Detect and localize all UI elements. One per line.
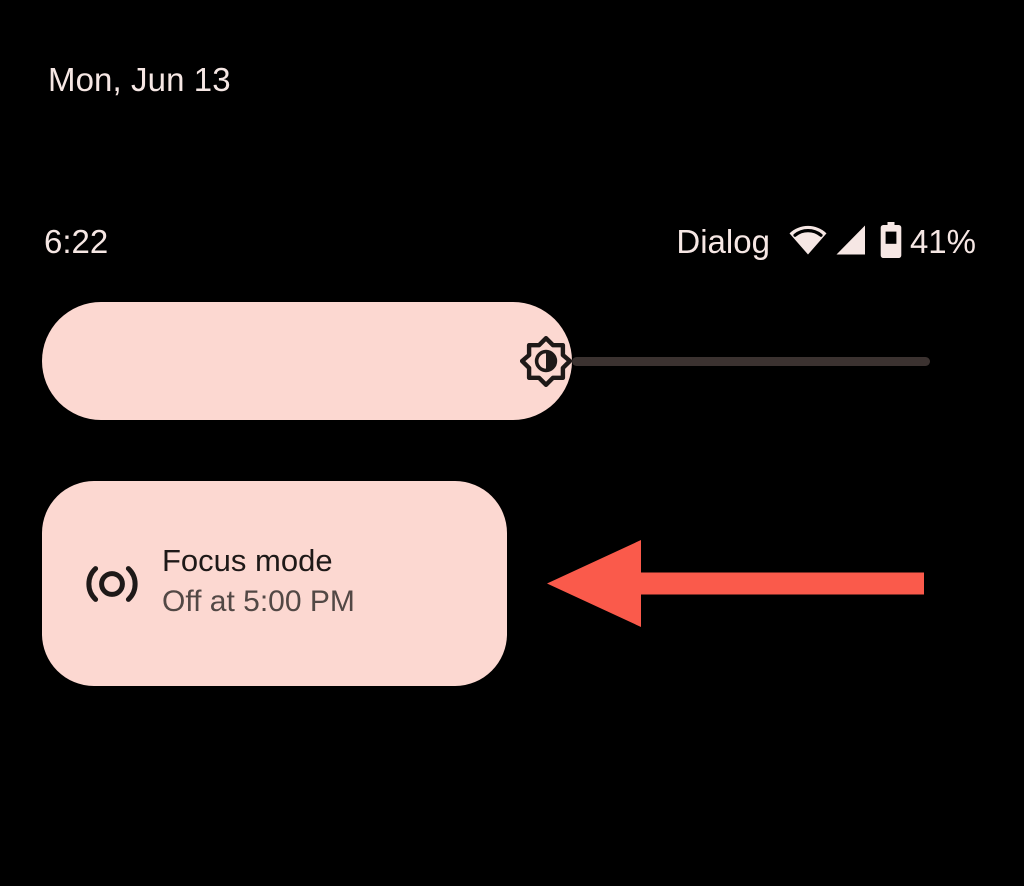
brightness-track-fill[interactable] — [42, 302, 572, 420]
status-bar-right: Dialog — [676, 221, 976, 263]
cellular-signal-icon — [834, 223, 868, 262]
focus-mode-title: Focus mode — [162, 542, 333, 578]
status-clock: 6:22 — [44, 223, 109, 260]
carrier-label: Dialog — [676, 223, 770, 260]
brightness-slider[interactable] — [42, 302, 930, 420]
focus-mode-text-block: Focus mode Off at 5:00 PM — [162, 541, 355, 623]
focus-mode-icon — [84, 558, 140, 610]
pointer-arrow-icon — [545, 536, 925, 636]
date-row: Mon, Jun 13 — [48, 57, 231, 103]
focus-mode-tile[interactable]: Focus mode Off at 5:00 PM — [42, 481, 507, 686]
wifi-icon — [788, 223, 828, 262]
status-bar: 6:22 Dialog — [44, 216, 976, 268]
focus-mode-subtitle: Off at 5:00 PM — [162, 584, 355, 618]
battery-percent-label: 41% — [909, 223, 976, 260]
date-label: Mon, Jun 13 — [48, 61, 231, 98]
brightness-auto-icon — [519, 335, 573, 387]
battery-icon — [880, 221, 902, 263]
status-bar-left: 6:22 — [44, 223, 108, 261]
brightness-track-remaining[interactable] — [572, 357, 930, 366]
